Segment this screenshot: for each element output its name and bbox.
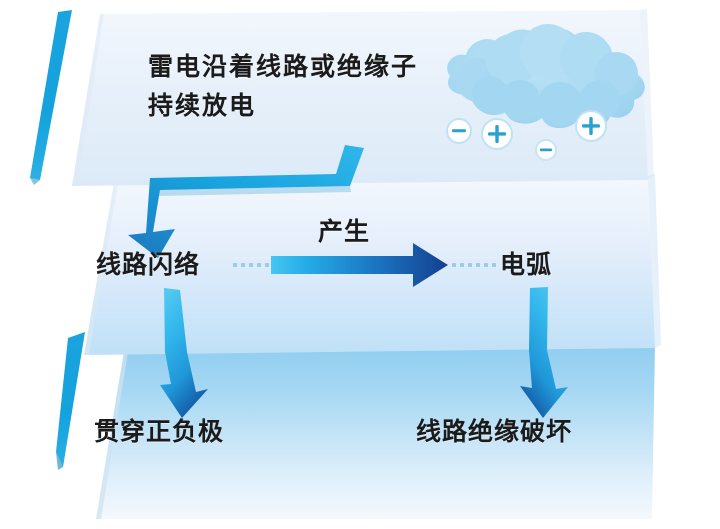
dotted-leader-left: [233, 263, 269, 267]
dotted-leader-right: [452, 263, 496, 267]
accent-stripe-bottom: [56, 332, 85, 467]
elbow-arrow-down-left: [128, 145, 364, 258]
node-label-breakdown: 贯穿正负极: [94, 417, 225, 446]
connector-label-produce: 产生: [318, 217, 371, 246]
node-label-arc: 电弧: [500, 250, 553, 279]
horizontal-gradient-arrow-right: [271, 243, 448, 287]
page-title: 雷电沿着线路或绝缘子 持续放电: [148, 52, 419, 120]
storm-cloud-icon: [447, 24, 645, 129]
curved-arrow-down-left: [160, 288, 208, 418]
negative-charge-badge: [535, 139, 557, 161]
accent-stripe-top: [30, 10, 72, 180]
negative-charge-badge: [446, 118, 472, 144]
curved-arrow-down-right: [520, 287, 568, 418]
band-bottom: [56, 332, 655, 519]
positive-charge-badge: [481, 118, 513, 150]
node-label-flashover: 线路闪络: [96, 250, 201, 279]
positive-charge-badge: [575, 110, 607, 142]
node-label-insulation-damage: 线路绝缘破坏: [416, 417, 573, 446]
